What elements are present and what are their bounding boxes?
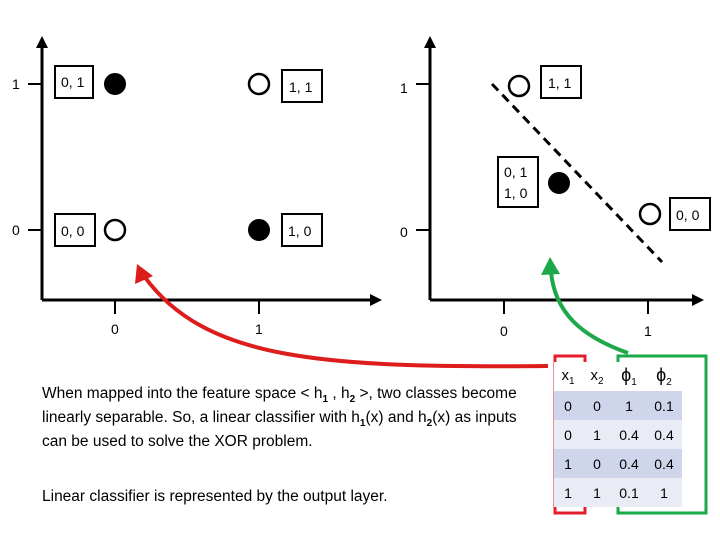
header-phi2: ϕ2 bbox=[646, 362, 682, 391]
left-point-10 bbox=[248, 219, 270, 241]
red-arrow-head bbox=[135, 264, 153, 284]
right-label-box-00 bbox=[669, 197, 711, 231]
output-layer-note: Linear classifier is represented by the … bbox=[42, 488, 388, 505]
header-x1: x1 bbox=[554, 362, 582, 391]
left-label-11: 1, 1 bbox=[289, 79, 313, 95]
left-plot: 1 0 0 1 0, 1 1, 1 0, 0 1, 0 bbox=[12, 36, 382, 337]
right-label-mixed-1: 0, 1 bbox=[504, 164, 528, 180]
header-x2: x2 bbox=[582, 362, 612, 391]
right-x-tick-label-0: 0 bbox=[500, 323, 508, 339]
left-y-axis-arrow bbox=[36, 36, 48, 48]
decision-boundary bbox=[490, 82, 664, 264]
right-point-00 bbox=[638, 202, 662, 226]
left-label-01: 0, 1 bbox=[61, 74, 85, 90]
right-x-axis-arrow bbox=[692, 294, 704, 306]
right-y-tick-label-0: 0 bbox=[400, 224, 408, 240]
red-arrow bbox=[135, 264, 549, 369]
left-x-tick-label-0: 0 bbox=[111, 321, 119, 337]
green-arrow bbox=[541, 257, 629, 355]
green-arrow-curve bbox=[549, 271, 629, 355]
right-label-box-mixed bbox=[497, 156, 539, 208]
right-x-tick-label-1: 1 bbox=[644, 323, 652, 339]
right-label-box-11 bbox=[540, 65, 582, 99]
left-x-tick-label-1: 1 bbox=[255, 321, 263, 337]
explanation-paragraph: When mapped into the feature space < h1 … bbox=[42, 385, 517, 450]
table-header-row: x1 x2 ϕ1 ϕ2 bbox=[554, 362, 682, 391]
red-arrow-curve bbox=[142, 274, 549, 369]
left-label-box-00 bbox=[54, 213, 96, 247]
right-label-mixed-2: 1, 0 bbox=[504, 185, 528, 201]
left-y-tick-label-0: 0 bbox=[12, 222, 20, 238]
right-label-00: 0, 0 bbox=[676, 207, 700, 223]
right-label-11: 1, 1 bbox=[548, 75, 572, 91]
left-label-box-01 bbox=[54, 65, 94, 99]
right-point-11 bbox=[507, 74, 531, 98]
left-y-tick-label-1: 1 bbox=[12, 76, 20, 92]
left-x-axis-arrow bbox=[370, 294, 382, 306]
left-point-00 bbox=[103, 218, 127, 242]
left-label-box-10 bbox=[281, 213, 323, 247]
right-plot: 1 0 0 1 1, 1 0, 1 1, 0 0, 0 bbox=[400, 36, 711, 339]
right-y-tick-label-1: 1 bbox=[400, 80, 408, 96]
left-label-10: 1, 0 bbox=[288, 223, 312, 239]
left-label-box-11 bbox=[281, 69, 323, 103]
left-point-11 bbox=[247, 72, 271, 96]
green-arrow-head bbox=[541, 257, 560, 275]
right-y-axis-arrow bbox=[424, 36, 436, 48]
right-point-mixed bbox=[548, 172, 570, 194]
left-label-00: 0, 0 bbox=[61, 223, 85, 239]
left-point-01 bbox=[104, 73, 126, 95]
header-phi1: ϕ1 bbox=[612, 362, 646, 391]
